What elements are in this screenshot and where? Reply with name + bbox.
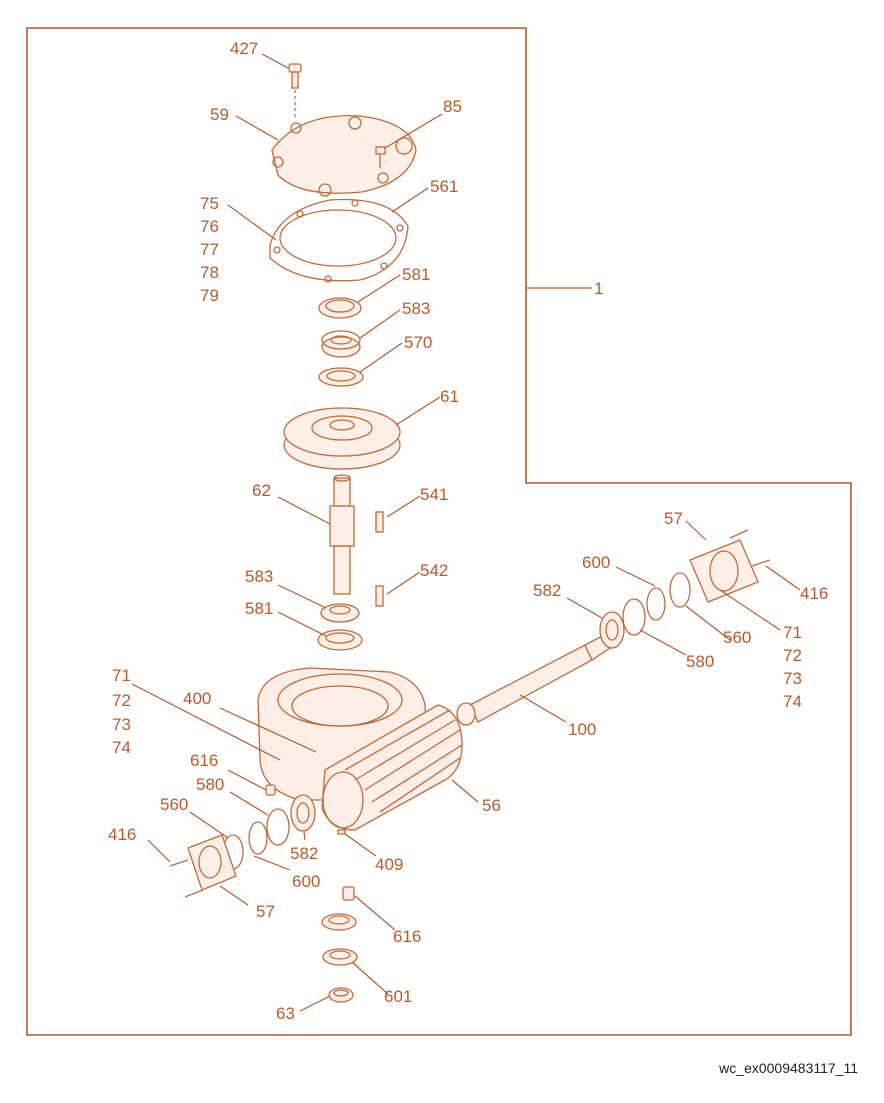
part-616-plug-left [265,784,276,796]
label-427: 427 [230,39,258,58]
label-57-right: 57 [664,509,683,528]
part-75-gasket [269,198,409,283]
part-409-pin [337,829,346,835]
part-570-spacer [318,367,364,387]
part-labels: 427 59 85 561 75 76 77 78 79 581 583 570… [108,39,828,1023]
label-616-left: 616 [190,751,218,770]
label-600-right: 600 [582,553,610,572]
part-seal-bottom [321,913,357,931]
label-570: 570 [404,333,432,352]
part-616-plug-bottom [342,886,355,901]
label-601: 601 [384,987,412,1006]
part-100-worm-shaft [456,631,616,726]
label-1: 1 [594,279,603,298]
label-400: 400 [183,689,211,708]
label-73-left: 73 [112,715,131,734]
label-560-left: 560 [160,795,188,814]
label-600-left: 600 [292,872,320,891]
label-560-right: 560 [723,628,751,647]
label-71-right: 71 [783,623,802,642]
label-56: 56 [482,796,501,815]
part-600-ring-left [248,821,268,855]
leader-lines [131,53,801,1012]
label-616-bottom: 616 [393,927,421,946]
label-72-right: 72 [783,646,802,665]
label-583-lower: 583 [245,567,273,586]
part-601-seal [322,948,358,966]
label-74-left: 74 [112,738,131,757]
part-63-ring [328,987,354,1003]
part-580-ring-left [266,808,290,846]
part-427-screw [288,63,302,118]
part-600-ring-right [646,587,666,621]
label-409: 409 [375,855,403,874]
parts-group [169,63,771,1003]
part-560-ring-right [669,572,691,608]
label-73-right: 73 [783,669,802,688]
label-76: 76 [200,217,219,236]
part-582-bearing-left [290,794,316,832]
label-74-right: 74 [783,692,802,711]
label-582-left: 582 [290,844,318,863]
part-85-plug [375,146,386,168]
label-75: 75 [200,194,219,213]
label-581-top: 581 [402,265,430,284]
label-59: 59 [210,105,229,124]
label-78: 78 [200,263,219,282]
part-61-pulley [283,407,401,470]
label-583-top: 583 [402,299,430,318]
part-56-housing [257,667,463,831]
part-59-cover [271,114,417,197]
part-62-shaft [329,474,355,595]
label-416-left: 416 [108,825,136,844]
part-581-race-top [318,297,362,319]
label-580-right: 580 [686,652,714,671]
part-582-bearing-right [599,611,625,649]
label-100: 100 [568,720,596,739]
label-541: 541 [420,485,448,504]
label-542: 542 [420,561,448,580]
label-561: 561 [430,177,458,196]
label-61: 61 [440,387,459,406]
label-57-left: 57 [256,902,275,921]
label-416-right: 416 [800,584,828,603]
label-62: 62 [252,481,271,500]
label-77: 77 [200,240,219,259]
label-582-right: 582 [533,581,561,600]
reference-code: wc_ex0009483117_11 [718,1060,858,1076]
label-71-left: 71 [112,666,131,685]
label-72-left: 72 [112,691,131,710]
part-581-race-lower [317,629,363,651]
label-63: 63 [276,1004,295,1023]
part-542-key [375,585,384,607]
part-541-key [375,511,384,533]
assembly-frame [26,27,852,1036]
label-581-lower: 581 [245,599,273,618]
part-57-flange-left [169,834,237,898]
label-580-left: 580 [196,775,224,794]
part-583-bearing-lower [320,603,360,623]
part-57-flange-right [689,529,771,603]
label-79: 79 [200,286,219,305]
label-85: 85 [443,97,462,116]
part-583-bearing-top [321,330,361,358]
part-580-ring-right [622,598,646,636]
